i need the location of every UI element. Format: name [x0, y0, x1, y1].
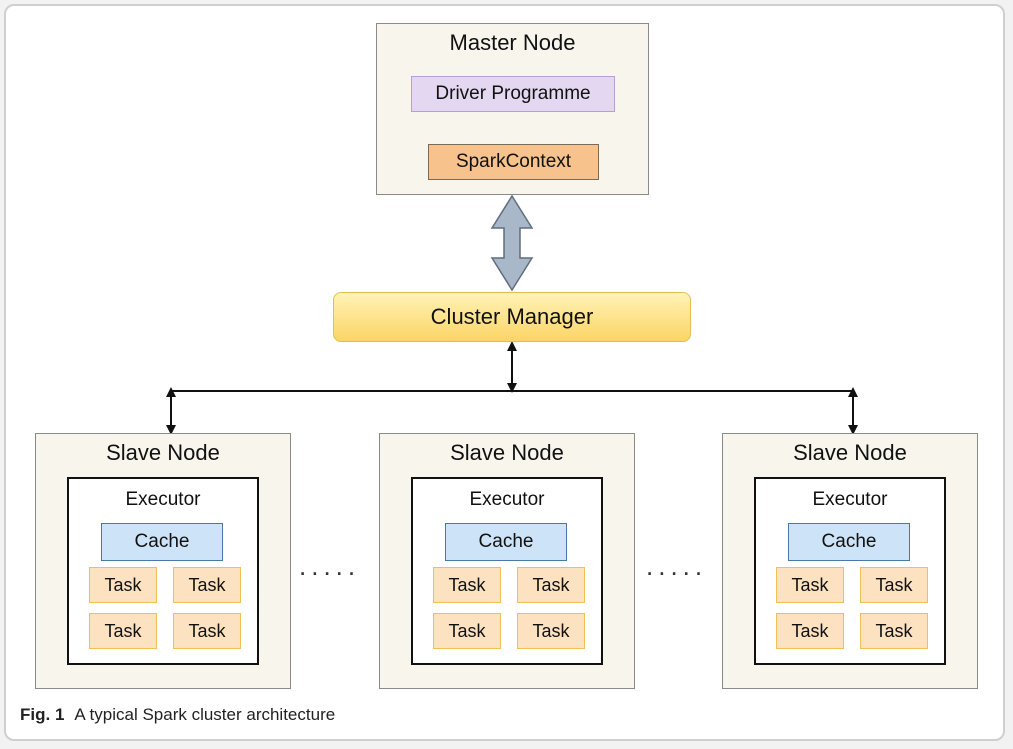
cluster-manager-box: Cluster Manager	[333, 292, 691, 342]
executor-box: Executor Cache Task Task Task Task	[67, 477, 259, 665]
task-box: Task	[517, 613, 585, 649]
ellipsis-right: .....	[646, 551, 708, 581]
task-box: Task	[173, 613, 241, 649]
task-box: Task	[860, 567, 928, 603]
task-box: Task	[776, 567, 844, 603]
ellipsis-left: .....	[299, 551, 361, 581]
task-box: Task	[433, 567, 501, 603]
master-node: Master Node Driver Programme SparkContex…	[376, 23, 649, 195]
cache-box: Cache	[445, 523, 567, 561]
executor-label: Executor	[125, 489, 201, 510]
executor-label: Executor	[812, 489, 888, 510]
figure-caption-text: A typical Spark cluster architecture	[74, 705, 336, 724]
figure-caption: Fig. 1 A typical Spark cluster architectu…	[20, 705, 335, 725]
executor-box: Executor Cache Task Task Task Task	[754, 477, 946, 665]
task-box: Task	[89, 613, 157, 649]
slave-node-title: Slave Node	[793, 440, 907, 465]
slave-node-1: Slave Node Executor Cache Task Task Task…	[35, 433, 291, 689]
task-box: Task	[517, 567, 585, 603]
figure-label: Fig. 1	[20, 705, 65, 724]
task-box: Task	[860, 613, 928, 649]
master-cluster-double-arrow	[490, 194, 534, 292]
task-box: Task	[173, 567, 241, 603]
cache-box: Cache	[101, 523, 223, 561]
slave-node-2: Slave Node Executor Cache Task Task Task…	[379, 433, 635, 689]
task-box: Task	[89, 567, 157, 603]
executor-box: Executor Cache Task Task Task Task	[411, 477, 603, 665]
slave-node-3: Slave Node Executor Cache Task Task Task…	[722, 433, 978, 689]
driver-programme-box: Driver Programme	[411, 76, 615, 112]
slave-node-title: Slave Node	[106, 440, 220, 465]
slave-node-title: Slave Node	[450, 440, 564, 465]
cache-box: Cache	[788, 523, 910, 561]
spark-context-box: SparkContext	[428, 144, 599, 180]
master-node-title: Master Node	[449, 30, 576, 55]
task-box: Task	[433, 613, 501, 649]
task-box: Task	[776, 613, 844, 649]
executor-label: Executor	[469, 489, 545, 510]
